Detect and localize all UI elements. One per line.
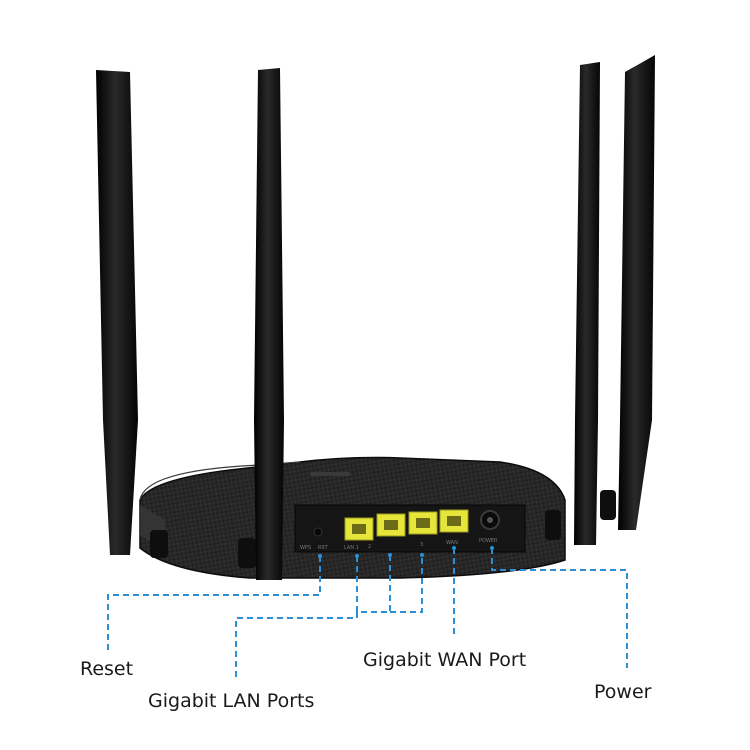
port-label: RST bbox=[318, 545, 329, 551]
lan-port bbox=[344, 517, 374, 541]
antenna-left-outer bbox=[96, 70, 138, 555]
port-label: 3 bbox=[420, 542, 423, 548]
antenna-bases bbox=[150, 490, 616, 568]
antenna-right-outer bbox=[618, 55, 655, 530]
port-label: LAN 1 bbox=[344, 545, 359, 551]
wan-port bbox=[439, 509, 469, 533]
port-label: WPS bbox=[300, 545, 311, 551]
callout-line-reset bbox=[107, 556, 321, 650]
callout-label-lan-ports: Gigabit LAN Ports bbox=[148, 690, 315, 712]
callout-label-power: Power bbox=[594, 681, 652, 703]
callout-line-power bbox=[491, 548, 628, 668]
callout-label-wan-port: Gigabit WAN Port bbox=[363, 649, 527, 671]
port-label: 2 bbox=[368, 544, 371, 550]
callout-label-reset: Reset bbox=[80, 658, 134, 680]
antenna-left-inner bbox=[254, 68, 284, 580]
lan-port bbox=[408, 511, 438, 535]
lan-port bbox=[376, 513, 406, 537]
port-label: WAN bbox=[446, 540, 458, 546]
rear-ports: WPS RST LAN 1 2 3 WAN POWER bbox=[300, 509, 500, 551]
power-jack bbox=[480, 510, 500, 530]
reset-button bbox=[313, 527, 323, 537]
antenna-right-inner bbox=[574, 62, 600, 545]
brand-logo bbox=[310, 472, 350, 476]
port-label: POWER bbox=[479, 538, 498, 544]
callout-lines bbox=[107, 548, 628, 680]
callout-line-lan bbox=[235, 555, 423, 680]
